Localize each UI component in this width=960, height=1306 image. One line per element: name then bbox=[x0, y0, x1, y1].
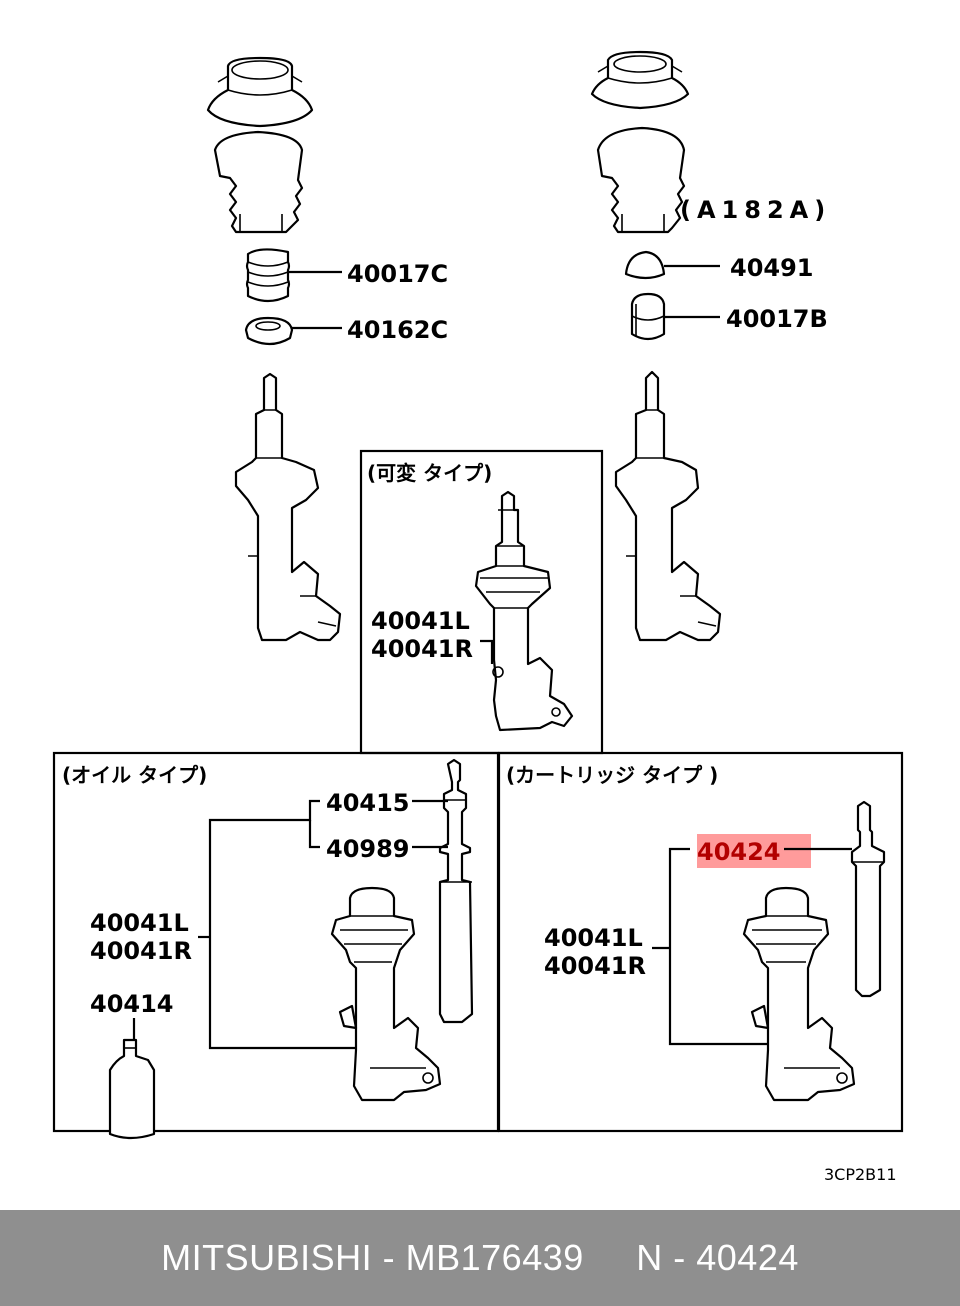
variable-type-title: (可変 タイプ) bbox=[367, 461, 492, 485]
right-strut-mount bbox=[590, 50, 690, 110]
label-variable-40041l: 40041L bbox=[371, 607, 470, 635]
left-strut-body bbox=[234, 372, 342, 642]
leader-lines bbox=[132, 264, 852, 1050]
label-40017b: 40017B bbox=[726, 305, 828, 333]
label-oil-40041l: 40041L bbox=[90, 909, 189, 937]
label-40414: 40414 bbox=[90, 990, 174, 1018]
oil-bottle bbox=[108, 1038, 156, 1140]
left-dust-boot bbox=[213, 130, 304, 234]
label-variable-40041r: 40041R bbox=[371, 635, 473, 663]
variable-type-strut bbox=[474, 490, 574, 732]
oil-type-strut bbox=[330, 886, 442, 1102]
footer-bar: MITSUBISHI - MB176439 N - 40424 bbox=[0, 1210, 960, 1306]
cartridge-type-strut bbox=[742, 886, 856, 1102]
label-a182a: (A182A) bbox=[680, 196, 831, 224]
label-cartridge-40041r: 40041R bbox=[544, 952, 646, 980]
right-bump-cap bbox=[624, 250, 666, 280]
exploded-parts-diagram: 40017C 40162C (A182A) 40491 40017B (可変 タ… bbox=[52, 50, 904, 1184]
diagram-code: 3CP2B11 bbox=[824, 1165, 897, 1184]
highlight-box bbox=[697, 834, 811, 868]
right-dust-boot bbox=[596, 126, 686, 234]
cartridge-type-box bbox=[497, 751, 904, 1133]
label-40415: 40415 bbox=[326, 789, 410, 817]
right-strut-body bbox=[614, 370, 722, 642]
right-bump-stopper bbox=[630, 292, 666, 341]
label-40017c: 40017C bbox=[347, 260, 448, 288]
label-cartridge-40041l: 40041L bbox=[544, 924, 643, 952]
cartridge-insert bbox=[850, 800, 886, 998]
label-oil-40041r: 40041R bbox=[90, 937, 192, 965]
label-40424-highlighted: 40424 bbox=[697, 838, 781, 866]
cartridge-type-title: (カートリッジ タイプ ) bbox=[506, 763, 718, 787]
label-40162c: 40162C bbox=[347, 316, 448, 344]
footer-part-info: MITSUBISHI - MB176439 N - 40424 bbox=[161, 1237, 799, 1278]
label-40989: 40989 bbox=[326, 835, 410, 863]
left-spring-seat bbox=[244, 316, 294, 346]
oil-type-insert bbox=[438, 758, 474, 1024]
label-40491: 40491 bbox=[730, 254, 814, 282]
left-bump-stopper bbox=[245, 248, 291, 303]
left-strut-mount bbox=[206, 56, 314, 128]
oil-type-title: (オイル タイプ) bbox=[62, 763, 207, 787]
